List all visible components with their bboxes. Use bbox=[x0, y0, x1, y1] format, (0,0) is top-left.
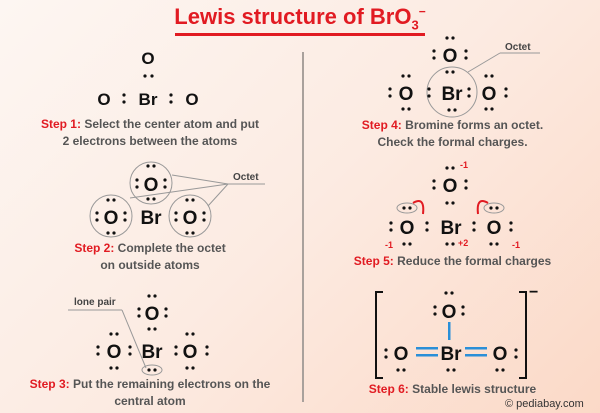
svg-text:O: O bbox=[493, 344, 508, 365]
svg-text:O: O bbox=[145, 304, 160, 325]
step5-structure: O O Br O bbox=[389, 166, 513, 246]
page-title: Lewis structure of BrO3− bbox=[174, 4, 426, 33]
svg-text:O: O bbox=[107, 342, 122, 363]
svg-text:O: O bbox=[482, 84, 497, 105]
svg-text:Br: Br bbox=[139, 90, 158, 109]
step4-caption: Step 4: Bromine forms an octet.Check the… bbox=[361, 118, 544, 149]
charge-br: +2 bbox=[458, 238, 469, 248]
step5-caption: Step 5: Reduce the formal charges bbox=[353, 254, 552, 268]
svg-text:O: O bbox=[185, 90, 198, 109]
step1-structure: O O Br O bbox=[97, 49, 198, 109]
svg-text:O: O bbox=[487, 218, 502, 239]
step4-octet-label: Octet bbox=[505, 42, 531, 53]
svg-text:O: O bbox=[443, 176, 458, 197]
title-underline bbox=[175, 33, 425, 36]
charge-left-o: -1 bbox=[385, 240, 394, 250]
ion-charge: − bbox=[529, 284, 539, 301]
step6-structure: O O Br O bbox=[375, 291, 527, 379]
svg-text:O: O bbox=[399, 84, 414, 105]
svg-text:O: O bbox=[104, 208, 119, 229]
svg-text:Br: Br bbox=[440, 218, 462, 239]
svg-text:O: O bbox=[394, 344, 409, 365]
charge-top-o: -1 bbox=[460, 160, 469, 170]
svg-text:O: O bbox=[183, 342, 198, 363]
step2-structure: O O Br O bbox=[89, 161, 265, 238]
svg-text:O: O bbox=[400, 218, 415, 239]
svg-text:O: O bbox=[443, 46, 458, 67]
column-divider bbox=[302, 52, 304, 402]
step3-caption: Step 3: Put the remaining electrons on t… bbox=[29, 377, 271, 408]
credit: © pediabay.com bbox=[505, 398, 584, 410]
charge-right-o: -1 bbox=[512, 240, 521, 250]
step6-caption: Step 6: Stable lewis structure bbox=[368, 382, 537, 396]
svg-text:O: O bbox=[144, 175, 159, 196]
svg-text:Br: Br bbox=[140, 208, 162, 229]
svg-text:O: O bbox=[442, 302, 457, 323]
svg-text:O: O bbox=[97, 90, 110, 109]
svg-text:Br: Br bbox=[141, 342, 163, 363]
svg-text:O: O bbox=[141, 49, 154, 68]
svg-text:Br: Br bbox=[441, 84, 463, 105]
step4-structure: O O Br O bbox=[388, 36, 540, 118]
step3-lone-pair-label: lone pair bbox=[74, 297, 116, 308]
step2-octet-label: Octet bbox=[233, 172, 259, 183]
svg-text:Br: Br bbox=[440, 344, 462, 365]
step3-structure: O O Br O bbox=[68, 294, 209, 376]
svg-text:O: O bbox=[183, 208, 198, 229]
